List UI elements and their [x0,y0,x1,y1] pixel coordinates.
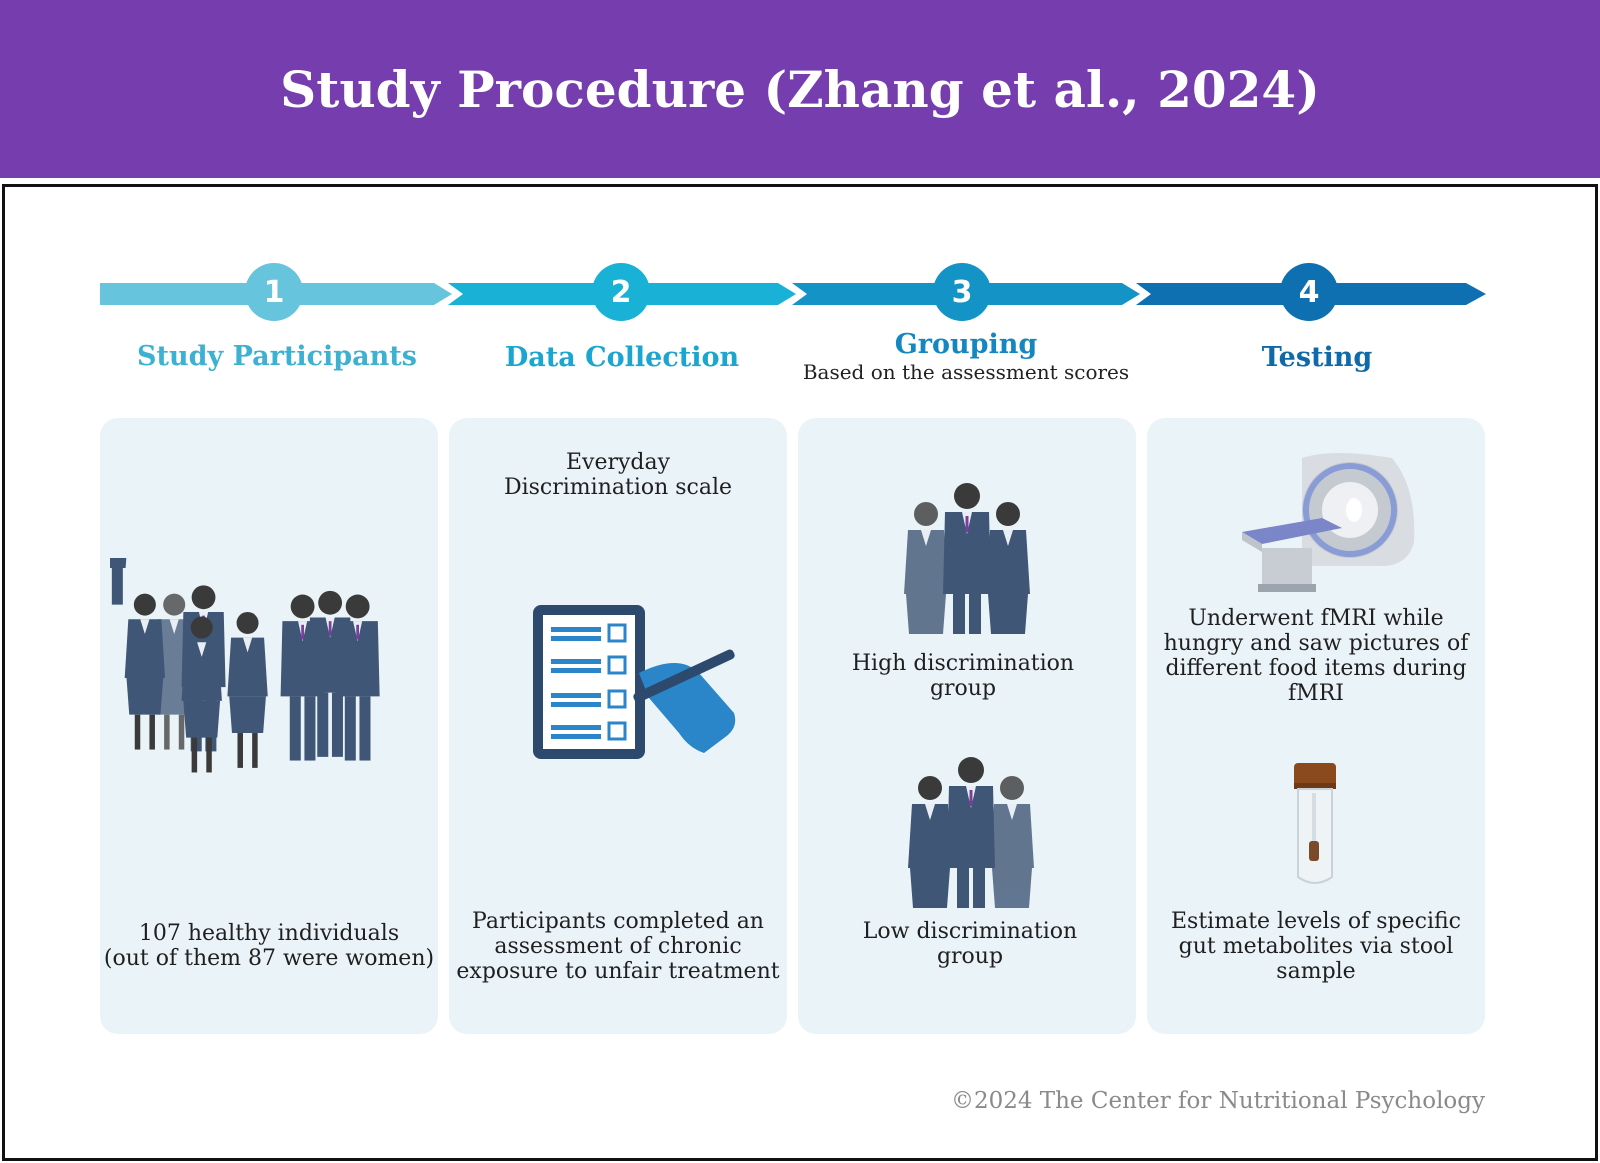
content-frame [2,184,1598,1161]
step-3-title: Grouping [894,329,1038,360]
participants-caption: 107 healthy individuals (out of them 87 … [103,921,435,971]
high-group-people-icon [904,483,1030,634]
copyright-notice: ©2024 The Center for Nutritional Psychol… [950,1088,1485,1114]
page-title: Study Procedure (Zhang et al., 2024) [280,59,1320,119]
step-3-subtitle: Based on the assessment scores [802,360,1130,384]
checklist-with-pen-icon [533,605,736,759]
panel-testing: Underwent fMRI while hungry and saw pict… [1147,418,1485,1034]
data-collection-caption: Participants completed an assessment of … [456,909,780,984]
step-2-title: Data Collection [504,342,740,373]
step-3-number: 3 [933,263,991,321]
step-1-title: Study Participants [137,341,417,372]
panel-grouping: High discrimination group Low discrimina… [798,418,1136,1034]
stool-sample-tube-icon [1294,763,1336,884]
panel-data-collection: Everyday Discrimination scale Participan… [449,418,787,1034]
step-1-number: 1 [245,263,303,321]
header-banner: Study Procedure (Zhang et al., 2024) [0,0,1600,178]
high-discrimination-label: High discrimination group [851,651,1075,701]
step-4-title: Testing [1261,342,1373,373]
step-2-number: 2 [592,263,650,321]
fmri-caption: Underwent fMRI while hungry and saw pict… [1163,606,1469,706]
panel-participants: 107 healthy individuals (out of them 87 … [100,418,438,1034]
mri-scanner-icon [1242,453,1415,592]
step-4-number: 4 [1280,263,1338,321]
group-of-people-icon [110,558,380,773]
stool-caption: Estimate levels of specific gut metaboli… [1170,909,1461,984]
scale-name: Everyday Discrimination scale [503,450,733,500]
low-discrimination-label: Low discrimination group [862,919,1078,969]
low-group-people-icon [908,757,1034,908]
